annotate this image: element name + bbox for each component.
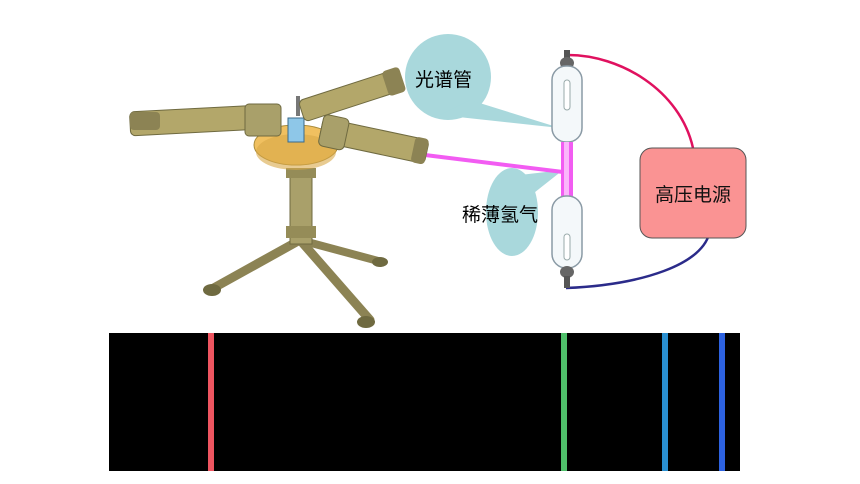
wire-top xyxy=(567,53,695,149)
label-thin-hydrogen: 稀薄氢气 xyxy=(462,204,539,226)
bubble-spectrum-tube xyxy=(405,34,560,128)
light-beam xyxy=(424,153,564,174)
label-spectrum-tube: 光谱管 xyxy=(415,69,473,91)
label-high-voltage-source: 高压电源 xyxy=(654,183,731,206)
spectral-line-4 xyxy=(719,333,725,471)
bubble-thin-hydrogen xyxy=(486,168,563,256)
spectroscope xyxy=(129,67,429,328)
power-supply-box xyxy=(639,147,747,239)
hydrogen-emission-spectrum xyxy=(109,333,740,471)
spectral-line-1 xyxy=(208,333,214,471)
spectrum-tube xyxy=(551,50,583,288)
wire-bottom xyxy=(565,229,712,290)
spectral-line-2 xyxy=(561,333,567,471)
spectral-line-3 xyxy=(662,333,668,471)
